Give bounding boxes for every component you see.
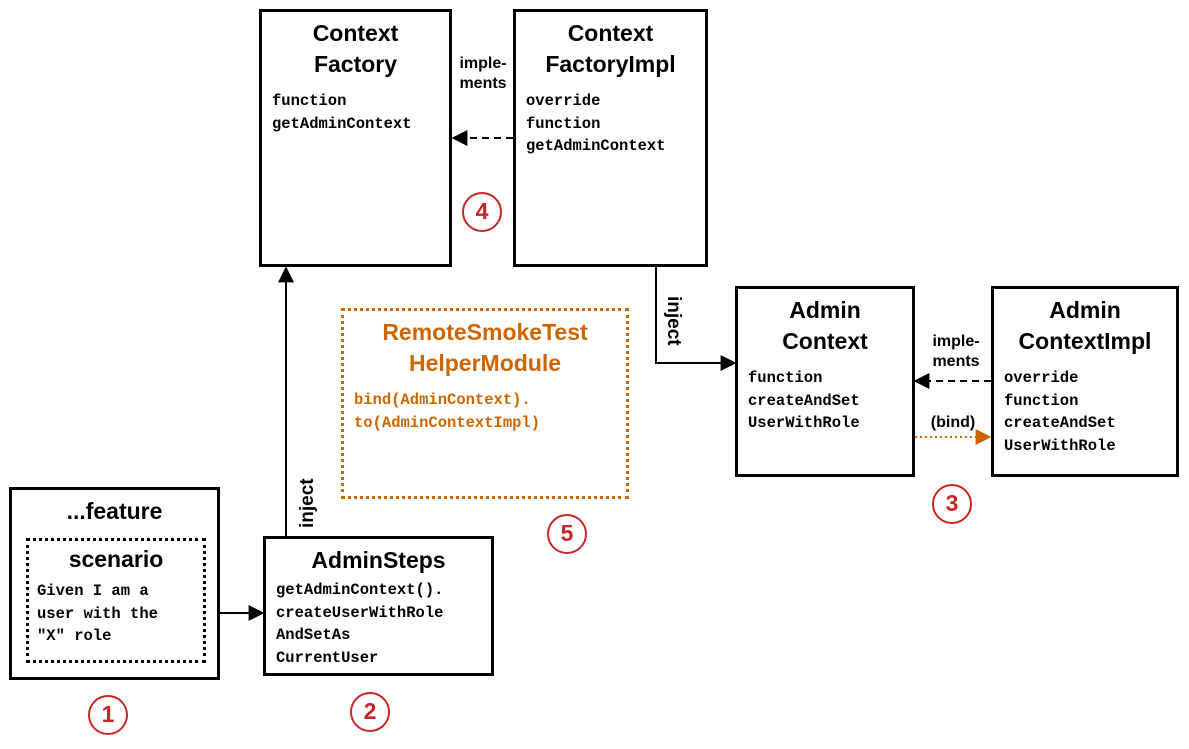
admin-context-impl-box: Admin ContextImpl override function crea… [991,286,1179,477]
inject-label-steps: inject [297,478,318,528]
helper-module-box: RemoteSmokeTest HelperModule bind(AdminC… [341,308,629,499]
implements-label-right: imple- ments [932,333,980,370]
scenario-code: Given I am a user with the "X" role [37,582,158,645]
context-factory-impl-code: override function getAdminContext [526,92,666,155]
feature-title: ...feature [66,498,163,524]
step-badge-2: 2 [350,692,390,732]
bind-label: (bind) [930,414,976,431]
context-factory-code: function getAdminContext [272,92,412,133]
helper-module-title: RemoteSmokeTest HelperModule [382,319,588,376]
helper-module-code: bind(AdminContext). to(AdminContextImpl) [354,391,541,432]
feature-box: ...feature scenario Given I am a user wi… [9,487,220,680]
context-factory-title: Context Factory [312,20,399,77]
admin-context-box: Admin Context function createAndSet User… [735,286,915,477]
context-factory-impl-title: Context FactoryImpl [545,20,676,77]
context-factory-impl-box: Context FactoryImpl override function ge… [513,9,708,267]
scenario-box: scenario Given I am a user with the "X" … [26,538,206,663]
step-badge-5: 5 [547,514,587,554]
step-badge-3: 3 [932,484,972,524]
context-factory-box: Context Factory function getAdminContext [259,9,452,267]
admin-context-code: function createAndSet UserWithRole [748,369,860,432]
step-badge-4: 4 [462,192,502,232]
inject-label-factory: inject [663,296,684,346]
inject-arrow-admin-context [655,266,737,371]
admin-context-title: Admin Context [782,297,868,354]
scenario-title: scenario [68,546,164,572]
admin-steps-title: AdminSteps [311,547,446,573]
admin-context-impl-title: Admin ContextImpl [1018,297,1152,354]
admin-steps-box: AdminSteps getAdminContext(). createUser… [263,536,494,676]
admin-steps-code: getAdminContext(). createUserWithRole An… [276,581,444,667]
admin-context-impl-code: override function createAndSet UserWithR… [1004,369,1116,455]
step-badge-1: 1 [88,695,128,735]
implements-label-top: imple- ments [459,55,507,92]
